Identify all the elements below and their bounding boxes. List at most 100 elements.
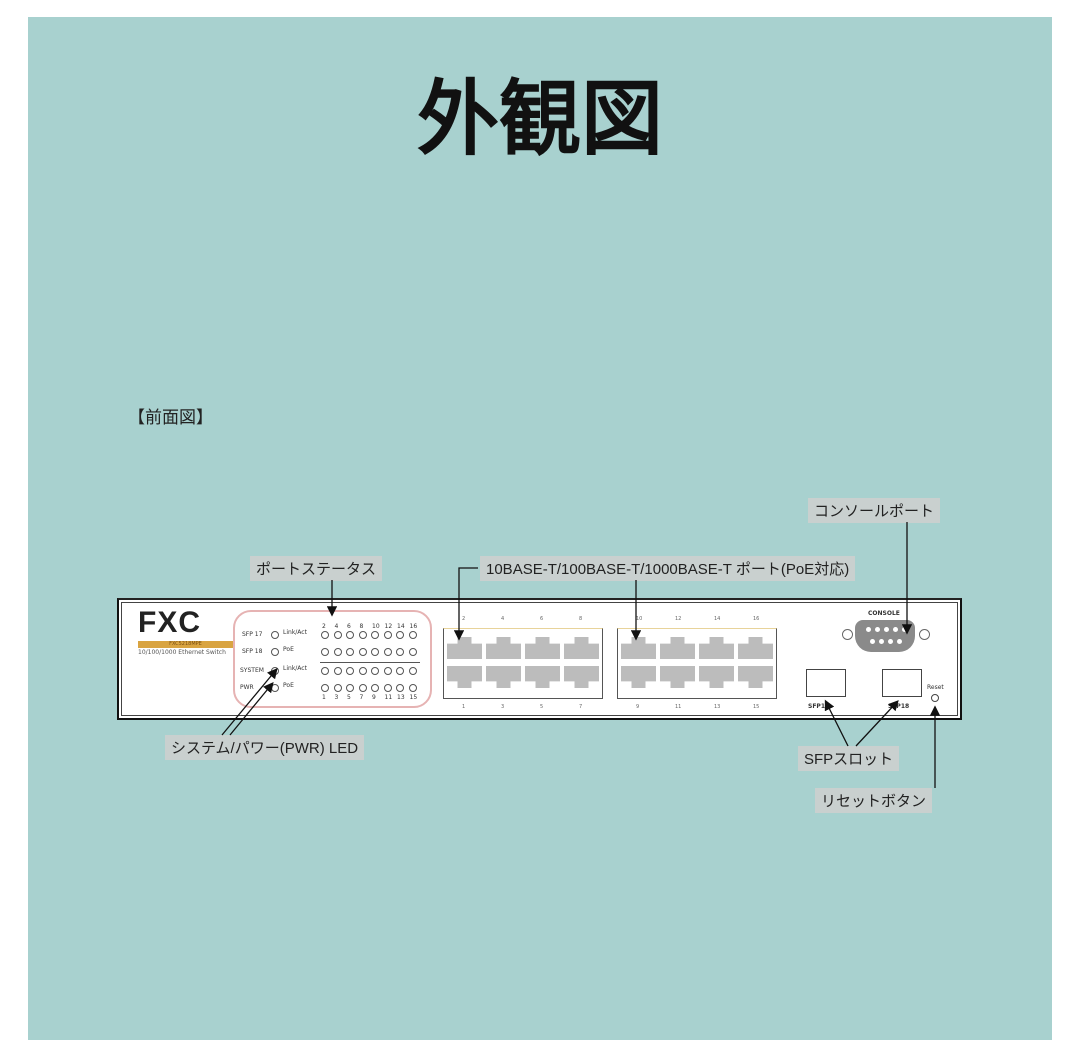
pin — [884, 627, 889, 632]
led-label: SYSTEM — [240, 667, 264, 674]
led-indicator — [358, 631, 367, 639]
port-number: 9 — [636, 704, 640, 710]
switch-bezel — [121, 602, 958, 716]
pin — [879, 639, 884, 644]
screw-icon — [842, 629, 853, 640]
led-indicator — [346, 667, 354, 675]
sfp-slot-17 — [806, 669, 846, 697]
diagram-background — [28, 17, 1052, 1040]
port-group-2 — [617, 628, 777, 699]
port-number: 16 — [753, 616, 760, 622]
led-indicator — [396, 648, 404, 656]
led-indicator — [321, 667, 329, 675]
led-number: 3 — [334, 694, 339, 701]
led-indicator — [383, 648, 392, 656]
led-indicator — [346, 684, 354, 692]
callout-sfp-slot: SFPスロット — [798, 746, 900, 771]
led-indicator — [321, 648, 329, 656]
callout-system-power-led: システム/パワー(PWR) LED — [165, 735, 365, 760]
port-number: 14 — [714, 616, 721, 622]
port-number: 4 — [501, 616, 505, 622]
arrow-sfp-17 — [824, 699, 849, 747]
led-number: 10 — [372, 623, 380, 630]
section-heading: 【前面図】 — [128, 408, 213, 428]
led-number: 11 — [384, 694, 393, 701]
led-indicator — [333, 648, 342, 656]
led-indicator — [371, 684, 379, 692]
led-indicator — [408, 684, 417, 692]
led-number: 1 — [322, 694, 326, 701]
arrow-system-led — [221, 668, 278, 736]
led-number: 7 — [359, 694, 364, 701]
pin — [893, 627, 898, 632]
led-number: 6 — [347, 623, 351, 630]
callout-reset-button: リセットボタン — [815, 788, 933, 813]
port-number: 12 — [675, 616, 682, 622]
pin — [888, 639, 893, 644]
switch-front-panel — [117, 598, 962, 720]
port-number: 5 — [540, 704, 544, 710]
led-type-label: PoE — [283, 682, 294, 689]
led-indicator — [333, 667, 342, 675]
page-title: 外観図 — [416, 72, 663, 167]
port-group-1 — [443, 628, 603, 699]
led-number: 13 — [397, 694, 405, 701]
arrow-ports-1 — [453, 567, 478, 641]
led-type-label: Link/Act — [283, 629, 307, 636]
led-number: 15 — [409, 694, 418, 701]
screw-icon — [919, 629, 930, 640]
led-number: 5 — [347, 694, 351, 701]
led-indicator — [383, 667, 392, 675]
model-bar: FXC5218MPE — [138, 641, 233, 648]
device-subtitle: 10/100/1000 Ethernet Switch — [138, 649, 226, 656]
port-number: 13 — [714, 704, 721, 710]
led-number: 9 — [372, 694, 376, 701]
callout-console-port: コンソールポート — [808, 498, 941, 523]
arrow-pwr-led — [229, 681, 274, 736]
led-indicator — [371, 648, 379, 656]
led-indicator — [396, 684, 404, 692]
led-indicator — [358, 648, 367, 656]
led-indicator — [333, 684, 342, 692]
led-indicator — [346, 648, 354, 656]
led-indicator — [358, 684, 367, 692]
led-label: PWR — [240, 684, 254, 691]
pin — [897, 639, 902, 644]
led-indicator — [383, 684, 392, 692]
port-number: 10 — [636, 616, 643, 622]
led-number: 4 — [334, 623, 339, 630]
led-indicator — [371, 631, 379, 639]
port-number: 3 — [501, 704, 505, 710]
port-number: 1 — [462, 704, 466, 710]
port-number: 8 — [579, 616, 583, 622]
port-number: 6 — [540, 616, 544, 622]
sfp-slot-18 — [882, 669, 922, 697]
led-indicator — [408, 631, 417, 639]
port-number: 7 — [579, 704, 583, 710]
sfp17-label: SFP17 — [808, 703, 830, 710]
led-indicator — [383, 631, 392, 639]
console-label: CONSOLE — [868, 610, 900, 617]
led-number: 2 — [322, 623, 326, 630]
led-number: 12 — [384, 623, 393, 630]
brand-logo: FXC — [138, 606, 201, 639]
led-indicator — [408, 667, 417, 675]
led-indicator — [358, 667, 367, 675]
pin — [870, 639, 875, 644]
led-number: 14 — [397, 623, 405, 630]
callout-port-status: ポートステータス — [250, 556, 383, 581]
led-indicator — [396, 667, 404, 675]
port-number: 11 — [675, 704, 682, 710]
led-indicator — [408, 648, 417, 656]
port-number: 2 — [462, 616, 466, 622]
reset-label: Reset — [927, 684, 944, 691]
led-label: SFP 17 — [242, 631, 263, 638]
led-type-label: Link/Act — [283, 665, 307, 672]
led-type-label: PoE — [283, 646, 294, 653]
pin — [866, 627, 871, 632]
callout-ethernet-ports: 10BASE-T/100BASE-T/1000BASE-T ポート(PoE対応) — [480, 556, 856, 581]
led-indicator — [396, 631, 404, 639]
led-indicator — [271, 631, 279, 639]
led-number: 8 — [359, 623, 364, 630]
